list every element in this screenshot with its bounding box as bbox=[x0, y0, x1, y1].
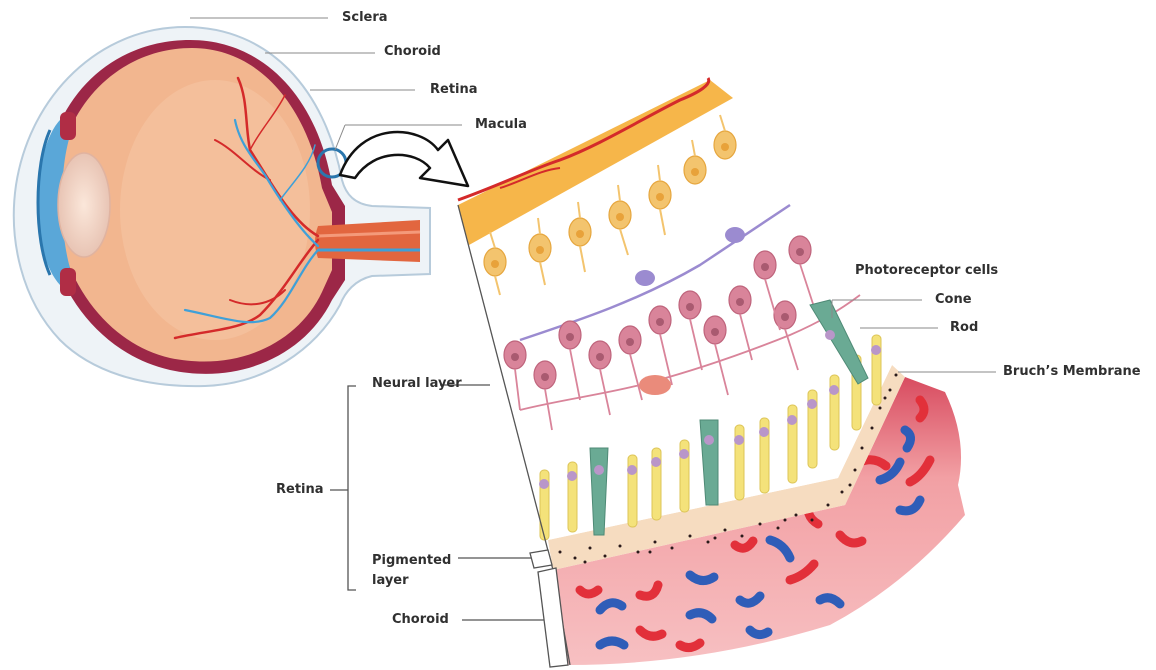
label-photoreceptor-cells: Photoreceptor cells bbox=[855, 263, 998, 279]
label-choroid-section: Choroid bbox=[392, 612, 449, 628]
lens bbox=[58, 153, 110, 257]
label-rod: Rod bbox=[950, 320, 978, 336]
optic-nerve bbox=[315, 220, 420, 262]
zoom-arrow bbox=[340, 132, 468, 186]
retina-section bbox=[458, 78, 965, 665]
eyeball-shading bbox=[120, 80, 310, 340]
label-choroid-eye: Choroid bbox=[384, 44, 441, 60]
label-retina-group: Retina bbox=[276, 482, 324, 498]
horizontal-cell bbox=[639, 375, 671, 395]
eye-cross-section bbox=[14, 27, 468, 386]
label-bruchs-membrane: Bruch’s Membrane bbox=[1003, 364, 1141, 380]
label-cone: Cone bbox=[935, 292, 972, 308]
label-macula: Macula bbox=[475, 117, 527, 133]
label-neural-layer: Neural layer bbox=[372, 374, 462, 394]
label-retina-eye: Retina bbox=[430, 82, 478, 98]
label-pigmented-layer: Pigmented layer bbox=[372, 551, 462, 591]
label-sclera: Sclera bbox=[342, 10, 388, 26]
